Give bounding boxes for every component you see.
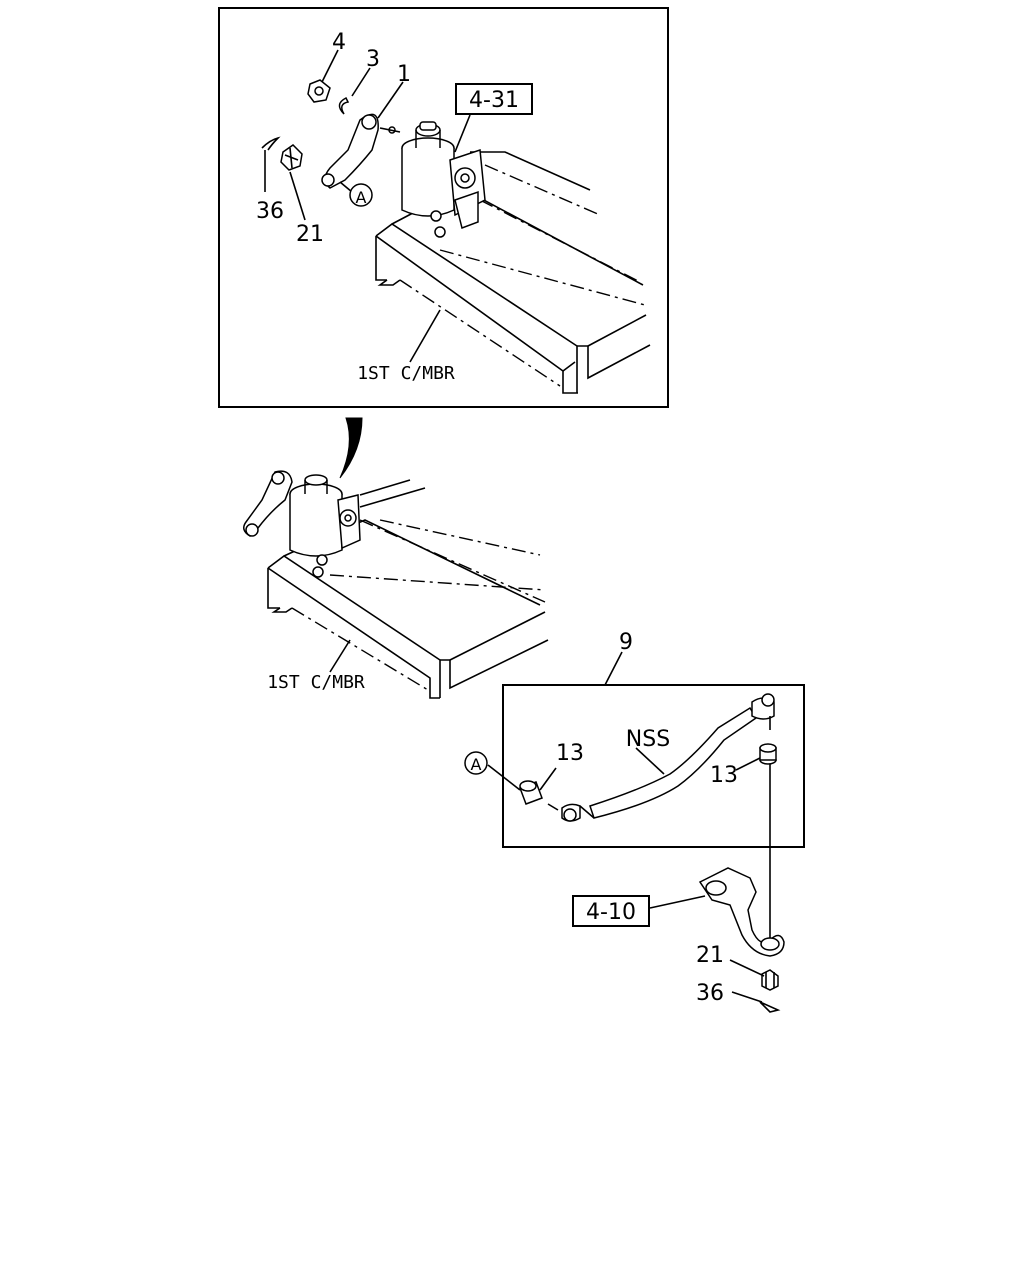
label-member-top: 1ST C/MBR	[357, 363, 455, 384]
callout-a-top: A	[356, 188, 367, 207]
steering-gear-top	[379, 121, 486, 238]
leader-a-inset	[487, 764, 521, 791]
drag-link-frame	[502, 684, 805, 848]
label-3-top: 3	[366, 47, 380, 72]
castle-nut-part-21-bottom	[761, 969, 779, 991]
leader-9	[604, 651, 623, 686]
leader-21	[289, 171, 306, 221]
cotter-pin-part-36	[261, 136, 281, 151]
callout-a-top-circle	[349, 183, 373, 207]
bushing-part-13-right	[759, 743, 777, 765]
cotter-pin-part-36-bottom	[759, 1001, 781, 1013]
bushing-part-13-left	[519, 780, 543, 805]
ref-4-31: 4-31	[469, 88, 519, 113]
ref-box-4-31	[455, 83, 533, 115]
leader-a-top	[339, 181, 353, 193]
leader-13-right	[735, 757, 761, 771]
callout-a-inset: A	[471, 755, 482, 774]
label-36-top: 36	[256, 199, 284, 224]
lower-arm: 4-10 21 36	[572, 867, 785, 1013]
leader-3	[351, 67, 371, 97]
ref-4-10: 4-10	[586, 900, 636, 925]
leader-13-left	[539, 767, 557, 791]
label-4-top: 4	[332, 30, 346, 55]
leader-nss	[635, 747, 665, 775]
label-1-top: 1	[397, 62, 411, 87]
label-nss: NSS	[626, 727, 670, 752]
detail-arrow	[339, 417, 363, 479]
label-13-right: 13	[710, 763, 738, 788]
label-36-bottom: 36	[696, 981, 724, 1006]
leader-21-bottom	[729, 959, 765, 977]
leader-1	[377, 81, 404, 119]
castle-nut-part-21	[280, 144, 303, 171]
washer-part-3	[338, 96, 350, 115]
pitman-arm-top	[321, 113, 379, 189]
main-assembly: 1ST C/MBR	[243, 470, 549, 699]
drag-link-rod	[547, 693, 775, 822]
detail-inset: A 4-31 4 3 1 36 21 1ST C/MBR	[218, 7, 669, 408]
nut-part-4	[307, 79, 331, 103]
label-9: 9	[619, 630, 633, 655]
leader-member-top	[409, 309, 441, 363]
leader-4-10	[649, 895, 706, 909]
leader-4-31	[454, 114, 471, 153]
leader-36-bottom	[731, 991, 763, 1003]
label-21-bottom: 21	[696, 943, 724, 968]
detail-inset-frame	[218, 7, 669, 408]
label-member-main: 1ST C/MBR	[267, 672, 365, 693]
ref-box-4-10	[572, 895, 650, 927]
leader-member-main	[329, 639, 351, 673]
label-13-left: 13	[556, 741, 584, 766]
drag-link-inset: 9 A 13 NSS 13	[464, 630, 805, 848]
label-21-top: 21	[296, 222, 324, 247]
leader-4	[321, 49, 339, 83]
callout-a-inset-circle	[464, 751, 488, 775]
